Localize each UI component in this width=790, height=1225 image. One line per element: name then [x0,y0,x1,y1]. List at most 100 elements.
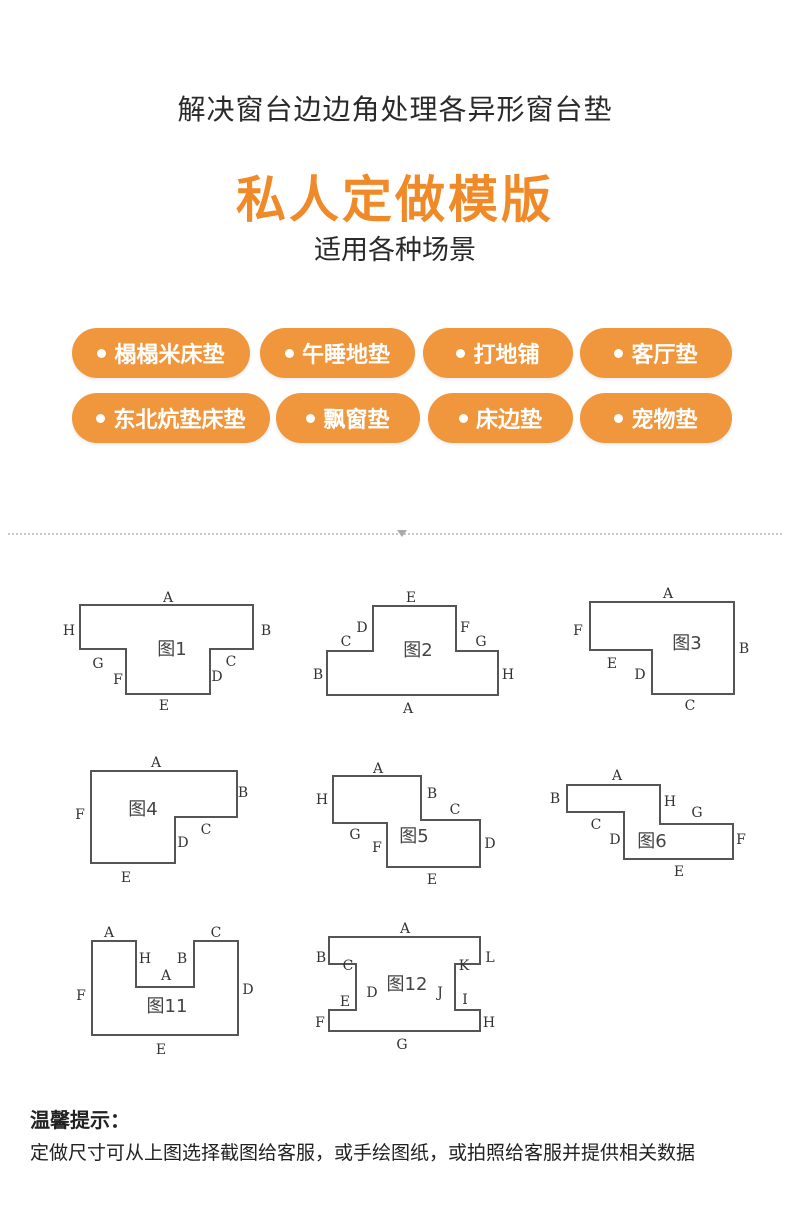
edge-label: F [315,1015,325,1031]
figure-title: 图6 [637,831,666,852]
edge-label: H [483,1015,495,1031]
edge-label: G [349,827,360,843]
edge-label: H [664,794,676,810]
figure-4[interactable]: A B C D E F 图4 [75,755,248,886]
edge-label: L [485,950,494,966]
edge-label: C [341,634,352,650]
edge-label: B [739,641,749,657]
edge-label: B [427,786,437,802]
tag-tatami: 榻榻米床垫 [72,328,250,378]
edge-label: E [340,994,350,1010]
edge-label: H [502,667,514,683]
bullet-dot [306,413,316,423]
tag-label: 榻榻米床垫 [114,343,225,368]
shape-templates: A B C D E F G H 图1 E D C F G B H A 图2 A … [63,586,749,1058]
figure-title: 图4 [128,799,157,820]
tag-label: 打地铺 [473,343,540,368]
edge-label: A [402,701,414,717]
edge-label: F [573,623,583,639]
edge-label: F [76,988,86,1004]
edge-label: C [211,925,222,941]
figure-title: 图3 [672,633,701,654]
bullet-dot [614,348,624,358]
bullet-dot [284,348,294,358]
tag-bay-window: 飘窗垫 [276,393,420,443]
edge-label: A [372,761,384,777]
edge-label: J [435,985,443,1001]
edge-label: A [662,586,674,602]
subtitle: 解决窗台边边角处理各异形窗台垫 [177,93,613,126]
tag-label: 客厅垫 [631,343,698,368]
edge-label: B [238,785,248,801]
bullet-dot [96,413,106,423]
edge-label: K [459,958,470,974]
figure-5[interactable]: A B C D E F G H 图5 [316,761,496,888]
edge-label: D [211,669,222,685]
edge-label: C [226,654,237,670]
edge-label: F [372,840,382,856]
figure-title: 图12 [387,974,428,995]
edge-label: F [75,807,85,823]
scene-caption: 适用各种场景 [314,235,476,266]
edge-label: E [156,1042,166,1058]
figure-title: 图2 [403,640,432,661]
tag-row-1: 榻榻米床垫 午睡地垫 打地铺 客厅垫 [0,328,790,380]
edge-label: D [356,620,367,636]
tips-text: 定做尺寸可从上图选择截图给客服，或手绘图纸，或拍照给客服并提供相关数据 [30,1142,696,1164]
tag-label: 午睡地垫 [301,343,390,368]
tips-title: 温馨提示： [30,1108,130,1132]
edge-label: B [177,951,187,967]
edge-label: C [201,822,212,838]
edge-label: D [366,985,377,1001]
edge-label: C [685,698,696,714]
edge-label: A [103,925,115,941]
edge-label: B [313,667,323,683]
edge-label: C [450,802,461,818]
edge-label: C [343,958,354,974]
edge-label: B [316,950,326,966]
edge-label: D [609,832,620,848]
edge-label: G [92,656,103,672]
figure-11[interactable]: A H B A C D E F 图11 [76,925,253,1058]
tag-row-2: 东北炕垫床垫 飘窗垫 床边垫 宠物垫 [0,393,790,445]
edge-label: A [399,921,411,937]
edge-label: H [63,623,75,639]
bullet-dot [456,348,466,358]
edge-label: I [462,992,468,1008]
edge-label: F [736,832,746,848]
headline: 私人定做模版 [236,171,554,229]
figure-title: 图5 [399,826,428,847]
edge-label: E [674,864,684,880]
tag-label: 床边垫 [475,408,542,433]
edge-label: E [607,656,617,672]
bullet-dot [458,413,468,423]
edge-label: A [611,768,623,784]
edge-label: F [113,672,123,688]
edge-label: D [634,667,645,683]
edge-label: D [484,836,495,852]
figure-6[interactable]: A B C D E F G H 图6 [550,768,746,880]
figure-3[interactable]: A B C D E F 图3 [573,586,749,714]
edge-label: E [406,590,416,606]
edge-label: H [316,792,328,808]
edge-label: F [460,620,470,636]
edge-label: D [177,835,188,851]
edge-label: H [139,951,151,967]
edge-label: E [121,870,131,886]
edge-label: C [591,817,602,833]
edge-label: A [160,968,172,984]
tag-label: 东北炕垫床垫 [113,408,246,433]
edge-label: G [691,805,702,821]
figure-2[interactable]: E D C F G B H A 图2 [313,590,514,717]
tag-bedside: 床边垫 [428,393,573,443]
tag-floor-bed: 打地铺 [423,328,573,378]
edge-label: A [150,755,162,771]
edge-label: A [162,590,174,606]
figure-12[interactable]: A B C D E F G H I J K L 图12 [315,921,495,1053]
bullet-dot [97,348,107,358]
tag-pet-mat: 宠物垫 [580,393,732,443]
figure-1[interactable]: A B C D E F G H 图1 [63,590,271,714]
divider-arrow-icon [397,530,407,537]
bullet-dot [614,413,624,423]
figure-title: 图11 [147,996,188,1017]
